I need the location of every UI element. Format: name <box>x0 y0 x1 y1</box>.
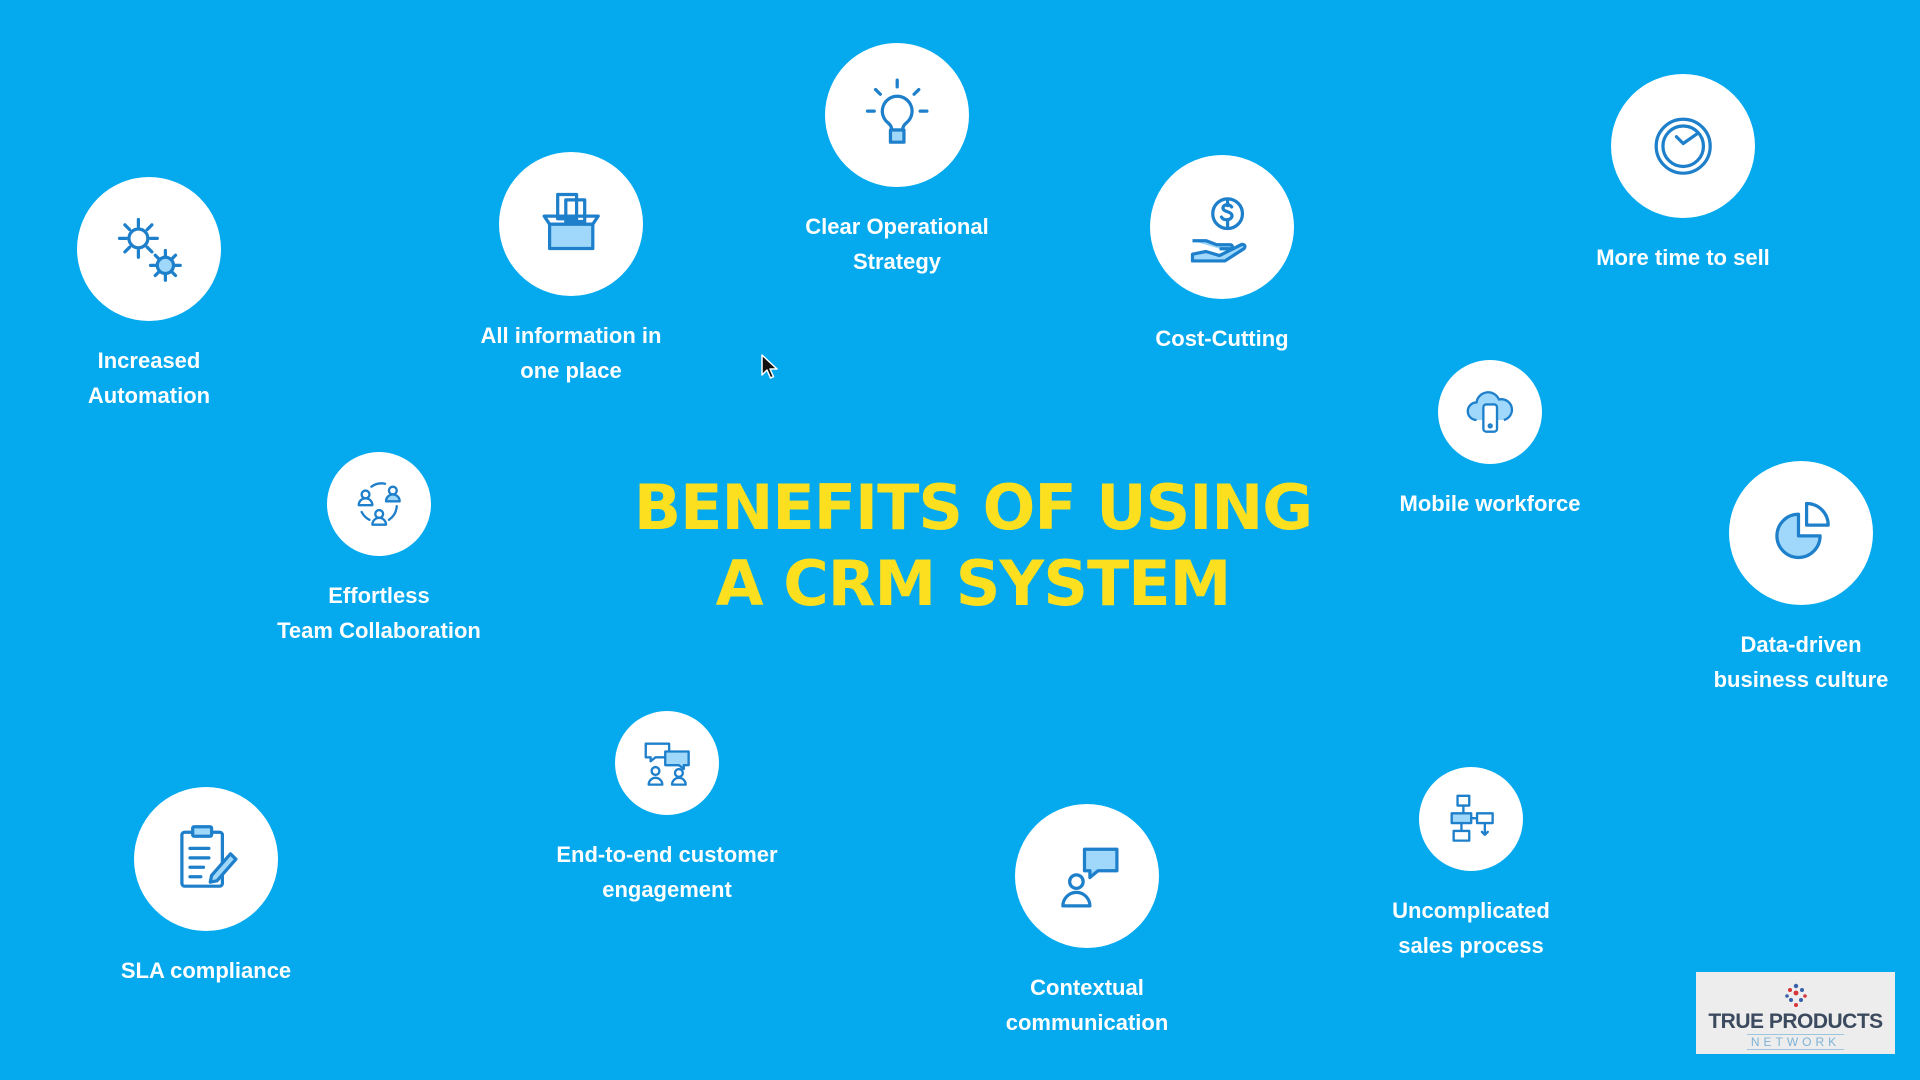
benefit-sla-compliance: SLA compliance <box>76 787 336 988</box>
benefit-label: Mobile workforce <box>1399 491 1581 516</box>
clipboard-pen-icon <box>180 824 238 888</box>
true-products-network-logo: TRUE PRODUCTS NETWORK <box>1696 972 1895 1054</box>
benefit-label: Uncomplicated sales process <box>1392 898 1550 958</box>
benefit-circle <box>327 452 431 556</box>
benefit-team-collaboration: Effortless Team Collaboration <box>249 452 509 648</box>
lightbulb-icon <box>865 78 929 144</box>
benefit-circle <box>825 43 969 187</box>
benefit-more-time: More time to sell <box>1553 74 1813 275</box>
chat-people-icon <box>644 742 690 786</box>
filing-box-icon <box>542 192 600 250</box>
benefit-circle <box>615 711 719 815</box>
clock-icon <box>1654 117 1712 175</box>
team-cycle-icon <box>357 482 401 526</box>
person-speech-icon <box>1061 847 1119 908</box>
mouse-cursor-icon <box>761 354 778 379</box>
benefit-label: More time to sell <box>1596 245 1770 270</box>
benefit-contextual-communication: Contextual communication <box>957 804 1217 1040</box>
slide-title: BENEFITS OF USING A CRM SYSTEM <box>633 471 1313 620</box>
benefit-circle <box>1611 74 1755 218</box>
benefit-circle <box>1729 461 1873 605</box>
logo-line-1: TRUE PRODUCTS <box>1708 1009 1883 1033</box>
benefit-circle <box>1438 360 1542 464</box>
benefit-all-information: All information in one place <box>441 152 701 388</box>
gears-icon <box>117 217 182 282</box>
benefit-circle <box>134 787 278 931</box>
benefit-mobile-workforce: Mobile workforce <box>1360 360 1620 521</box>
hand-coin-icon <box>1190 197 1247 263</box>
benefit-circle <box>499 152 643 296</box>
benefit-circle <box>77 177 221 321</box>
benefit-label: Increased Automation <box>87 348 211 408</box>
benefit-sales-process: Uncomplicated sales process <box>1341 767 1601 963</box>
benefit-label: Effortless Team Collaboration <box>277 583 481 643</box>
dots-logo-icon <box>1784 983 1807 1007</box>
benefit-cost-cutting: Cost-Cutting <box>1092 155 1352 356</box>
cloud-mobile-icon <box>1466 390 1513 433</box>
benefit-circle <box>1015 804 1159 948</box>
benefit-circle <box>1150 155 1294 299</box>
logo-line-2: NETWORK <box>1746 1033 1845 1050</box>
benefit-label: Data-driven business culture <box>1713 632 1889 692</box>
benefit-label: Contextual communication <box>1005 975 1169 1035</box>
benefit-label: End-to-end customer engagement <box>556 842 778 902</box>
pie-chart-icon <box>1775 501 1830 559</box>
flowchart-icon <box>1450 794 1494 842</box>
benefit-label: Cost-Cutting <box>1155 326 1289 351</box>
benefit-data-driven: Data-driven business culture <box>1671 461 1920 697</box>
benefit-circle <box>1419 767 1523 871</box>
benefit-label: SLA compliance <box>120 958 292 983</box>
benefit-increased-automation: Increased Automation <box>19 177 279 413</box>
benefit-label: Clear Operational Strategy <box>805 214 989 274</box>
benefit-customer-engagement: End-to-end customer engagement <box>537 711 797 907</box>
benefit-clear-strategy: Clear Operational Strategy <box>767 43 1027 279</box>
benefit-label: All information in one place <box>480 323 662 383</box>
